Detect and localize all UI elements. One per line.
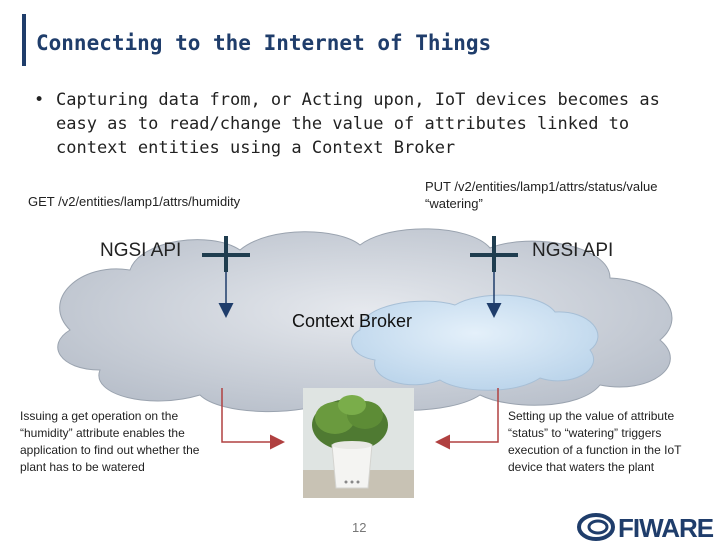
put-request-line1: PUT /v2/entities/lamp1/attrs/status/valu… — [425, 178, 705, 195]
put-request-label: PUT /v2/entities/lamp1/attrs/status/valu… — [425, 178, 705, 212]
get-request-label: GET /v2/entities/lamp1/attrs/humidity — [28, 194, 240, 209]
page-number: 12 — [352, 520, 366, 535]
context-broker-label: Context Broker — [292, 311, 412, 332]
put-request-line2: “watering” — [425, 195, 705, 212]
ngsi-api-right-label: NGSI API — [532, 240, 613, 262]
note-set-operation: Setting up the value of attribute “statu… — [508, 408, 708, 476]
note-get-operation: Issuing a get operation on the “humidity… — [20, 408, 220, 476]
fiware-logo-icon — [579, 515, 613, 539]
plant-image — [303, 388, 414, 498]
fiware-logo-text: FIWARE — [618, 513, 713, 544]
ngsi-api-left-label: NGSI API — [100, 240, 181, 262]
